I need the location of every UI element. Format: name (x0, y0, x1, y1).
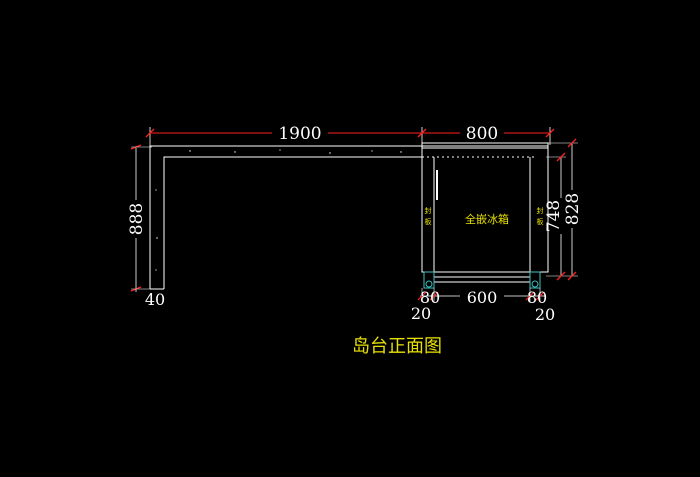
dimension-bottom: 40 80 600 80 20 20 (145, 288, 555, 324)
side-panel-label-right: 封 板 (537, 206, 544, 226)
dimension-right: 748 828 (544, 138, 583, 281)
feet-wheels (423, 271, 541, 289)
dim-1900: 1900 (278, 124, 321, 144)
dim-828: 828 (563, 193, 583, 225)
dim-80-left: 80 (420, 288, 440, 307)
svg-text:板: 板 (537, 217, 544, 226)
svg-text:封: 封 (537, 206, 544, 215)
dimension-top: 1900 800 (145, 122, 555, 150)
dim-888: 888 (127, 203, 147, 235)
drawing-title: 岛台正面图 (352, 336, 442, 357)
dim-20-right: 20 (535, 305, 555, 324)
fridge-label: 全嵌冰箱 (465, 212, 509, 226)
dim-80-right: 80 (527, 288, 547, 307)
svg-text:板: 板 (425, 217, 432, 226)
side-panel-label-left: 封 板 (425, 206, 432, 226)
island-body (149, 145, 548, 290)
fridge-cabinet (421, 142, 549, 283)
dim-40: 40 (145, 290, 165, 309)
dimension-left: 888 (127, 144, 152, 292)
dim-20-left: 20 (411, 304, 431, 323)
svg-text:封: 封 (425, 206, 432, 215)
dim-748: 748 (544, 200, 564, 232)
countertop-texture (155, 149, 402, 271)
dim-800: 800 (466, 124, 498, 144)
dim-600: 600 (467, 288, 498, 307)
